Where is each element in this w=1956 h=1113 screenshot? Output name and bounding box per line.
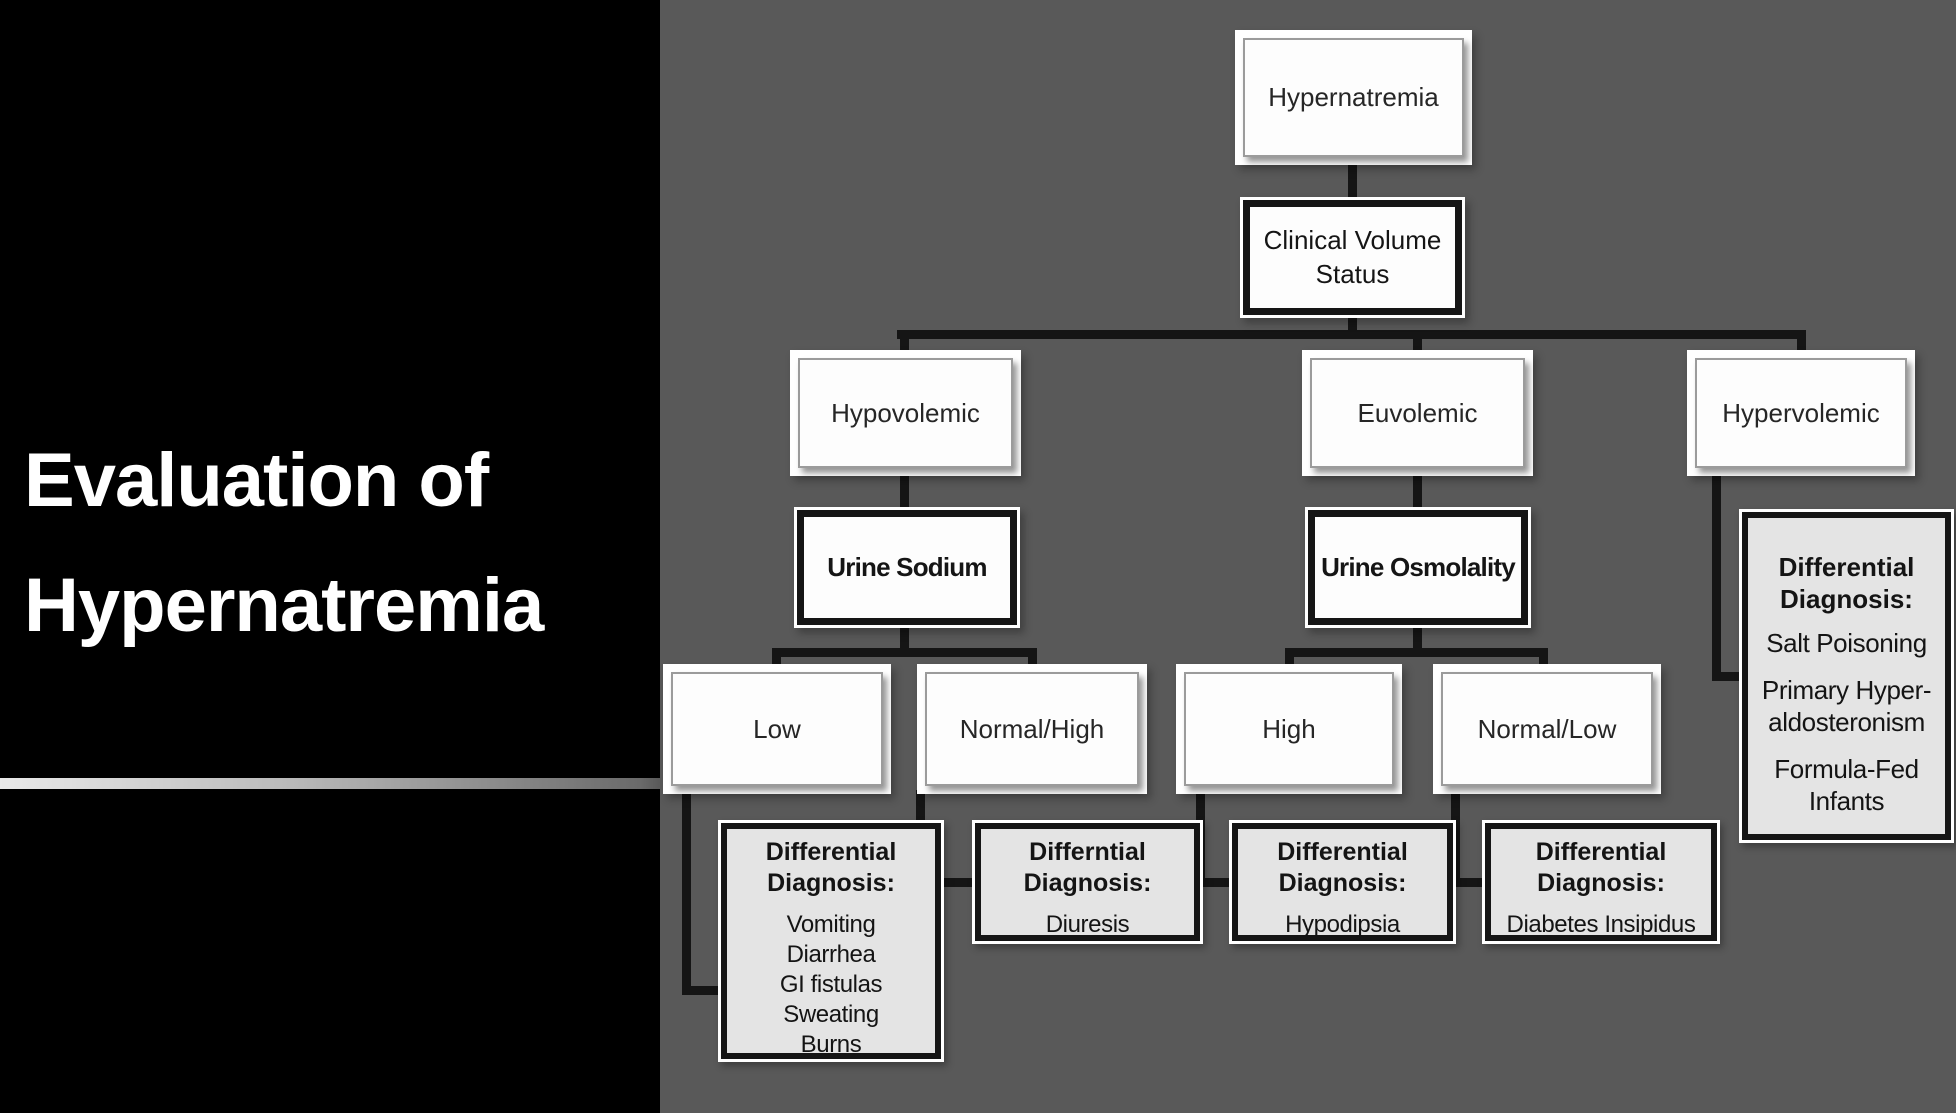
diff-item: Diabetes Insipidus xyxy=(1506,911,1696,938)
node-euvolemic: Euvolemic xyxy=(1302,350,1533,476)
diff-box-euvolemic-high: Differential Diagnosis: Hypodipsia xyxy=(1229,820,1456,944)
connector-euvolemic-to-urine-osmolality xyxy=(1413,468,1422,514)
node-normal-low: Normal/Low xyxy=(1433,664,1661,794)
diff-item: Diuresis xyxy=(1045,911,1130,938)
node-low: Low xyxy=(663,664,891,794)
connector-stub-high xyxy=(1285,650,1294,674)
node-hypovolemic-label: Hypovolemic xyxy=(798,358,1013,468)
title-divider xyxy=(0,778,660,789)
diff-item-list: Hypodipsia xyxy=(1285,910,1400,940)
node-urine-osmolality: Urine Osmolality xyxy=(1305,507,1531,628)
connector-branch-bar xyxy=(897,330,1806,339)
diff-box-euvolemic-normal-low: Differential Diagnosis: Diabetes Insipid… xyxy=(1482,820,1720,944)
node-hypernatremia: Hypernatremia xyxy=(1235,30,1472,165)
connector-stub-euvolemic xyxy=(1413,332,1422,360)
connector-low-elbow xyxy=(682,986,724,995)
diff-item: Primary Hyper-aldosteronism xyxy=(1761,674,1932,738)
node-high: High xyxy=(1176,664,1402,794)
connector-osmolality-results-bar xyxy=(1285,648,1548,657)
diff-heading: Differential Diagnosis: xyxy=(1778,552,1915,614)
connector-high-elbow xyxy=(1196,878,1238,887)
diff-item: Salt Poisoning xyxy=(1766,628,1927,659)
connector-normal-low-elbow xyxy=(1451,878,1491,887)
diff-box-hypovolemic-normal-high: Differntial Diagnosis: Diuresis xyxy=(972,820,1203,944)
diff-item: Burns xyxy=(800,1031,862,1058)
connector-hypervolemic-elbow xyxy=(1712,672,1745,681)
diff-item: Hypodipsia xyxy=(1285,911,1400,938)
node-high-label: High xyxy=(1184,672,1394,786)
node-low-label: Low xyxy=(671,672,883,786)
diff-item-list: Diabetes Insipidus xyxy=(1507,910,1696,940)
diff-item: Formula-Fed Infants xyxy=(1774,753,1919,817)
node-hypovolemic: Hypovolemic xyxy=(790,350,1021,476)
title-panel: Evaluation of Hypernatremia xyxy=(0,0,660,1113)
diff-heading: Differntial Diagnosis: xyxy=(1023,838,1152,897)
node-hypervolemic-label: Hypervolemic xyxy=(1695,358,1907,468)
connector-hypervolemic-drop xyxy=(1712,470,1721,681)
connector-stub-normal-low xyxy=(1539,650,1548,674)
slide-title: Evaluation of Hypernatremia xyxy=(24,418,644,669)
connector-hypovolemic-to-urine-sodium xyxy=(900,468,909,514)
connector-stub-hypervolemic xyxy=(1797,332,1806,360)
node-normal-high-label: Normal/High xyxy=(925,672,1139,786)
node-clinical-volume-status-label: Clinical Volume Status xyxy=(1243,200,1462,315)
connector-urine-osmolality-stub xyxy=(1413,622,1422,654)
node-urine-sodium-label: Urine Sodium xyxy=(797,510,1017,625)
connector-stub-normal-high xyxy=(1028,650,1037,674)
connector-urine-sodium-stub xyxy=(900,622,909,654)
diff-item: Vomiting xyxy=(786,911,876,938)
node-normal-high: Normal/High xyxy=(917,664,1147,794)
diff-item-list: Vomiting Diarrhea GI fistulas Sweating B… xyxy=(779,910,883,1060)
node-hypernatremia-label: Hypernatremia xyxy=(1243,38,1464,157)
diff-item: Sweating xyxy=(783,1001,879,1028)
diff-item: Diarrhea xyxy=(786,941,876,968)
diff-item: GI fistulas xyxy=(779,971,883,998)
connector-volume-status-stub xyxy=(1348,310,1357,339)
diff-heading: Differential Diagnosis: xyxy=(765,838,897,897)
connector-sodium-results-bar xyxy=(772,648,1037,657)
connector-stub-hypovolemic xyxy=(900,332,909,360)
node-clinical-volume-status: Clinical Volume Status xyxy=(1240,197,1465,318)
node-euvolemic-label: Euvolemic xyxy=(1310,358,1525,468)
connector-normal-high-elbow xyxy=(916,878,978,887)
node-normal-low-label: Normal/Low xyxy=(1441,672,1653,786)
node-urine-sodium: Urine Sodium xyxy=(794,507,1020,628)
diff-box-hypervolemic: Differential Diagnosis: Salt Poisoning P… xyxy=(1739,509,1954,843)
node-urine-osmolality-label: Urine Osmolality xyxy=(1308,510,1528,625)
diff-heading: Differential Diagnosis: xyxy=(1535,838,1667,897)
node-hypervolemic: Hypervolemic xyxy=(1687,350,1915,476)
diff-item-list: Diuresis xyxy=(1045,910,1130,940)
connector-low-drop xyxy=(682,790,691,995)
slide-title-line1: Evaluation of xyxy=(24,438,489,523)
connector-root-to-volume-status xyxy=(1348,155,1357,205)
slide-title-line2: Hypernatremia xyxy=(24,563,544,649)
connector-stub-low xyxy=(772,650,781,674)
diff-box-hypovolemic-low: Differential Diagnosis: Vomiting Diarrhe… xyxy=(718,820,944,1062)
diff-heading: Differential Diagnosis: xyxy=(1277,838,1408,897)
diff-item-list: Salt Poisoning Primary Hyper-aldosteroni… xyxy=(1752,627,1941,832)
